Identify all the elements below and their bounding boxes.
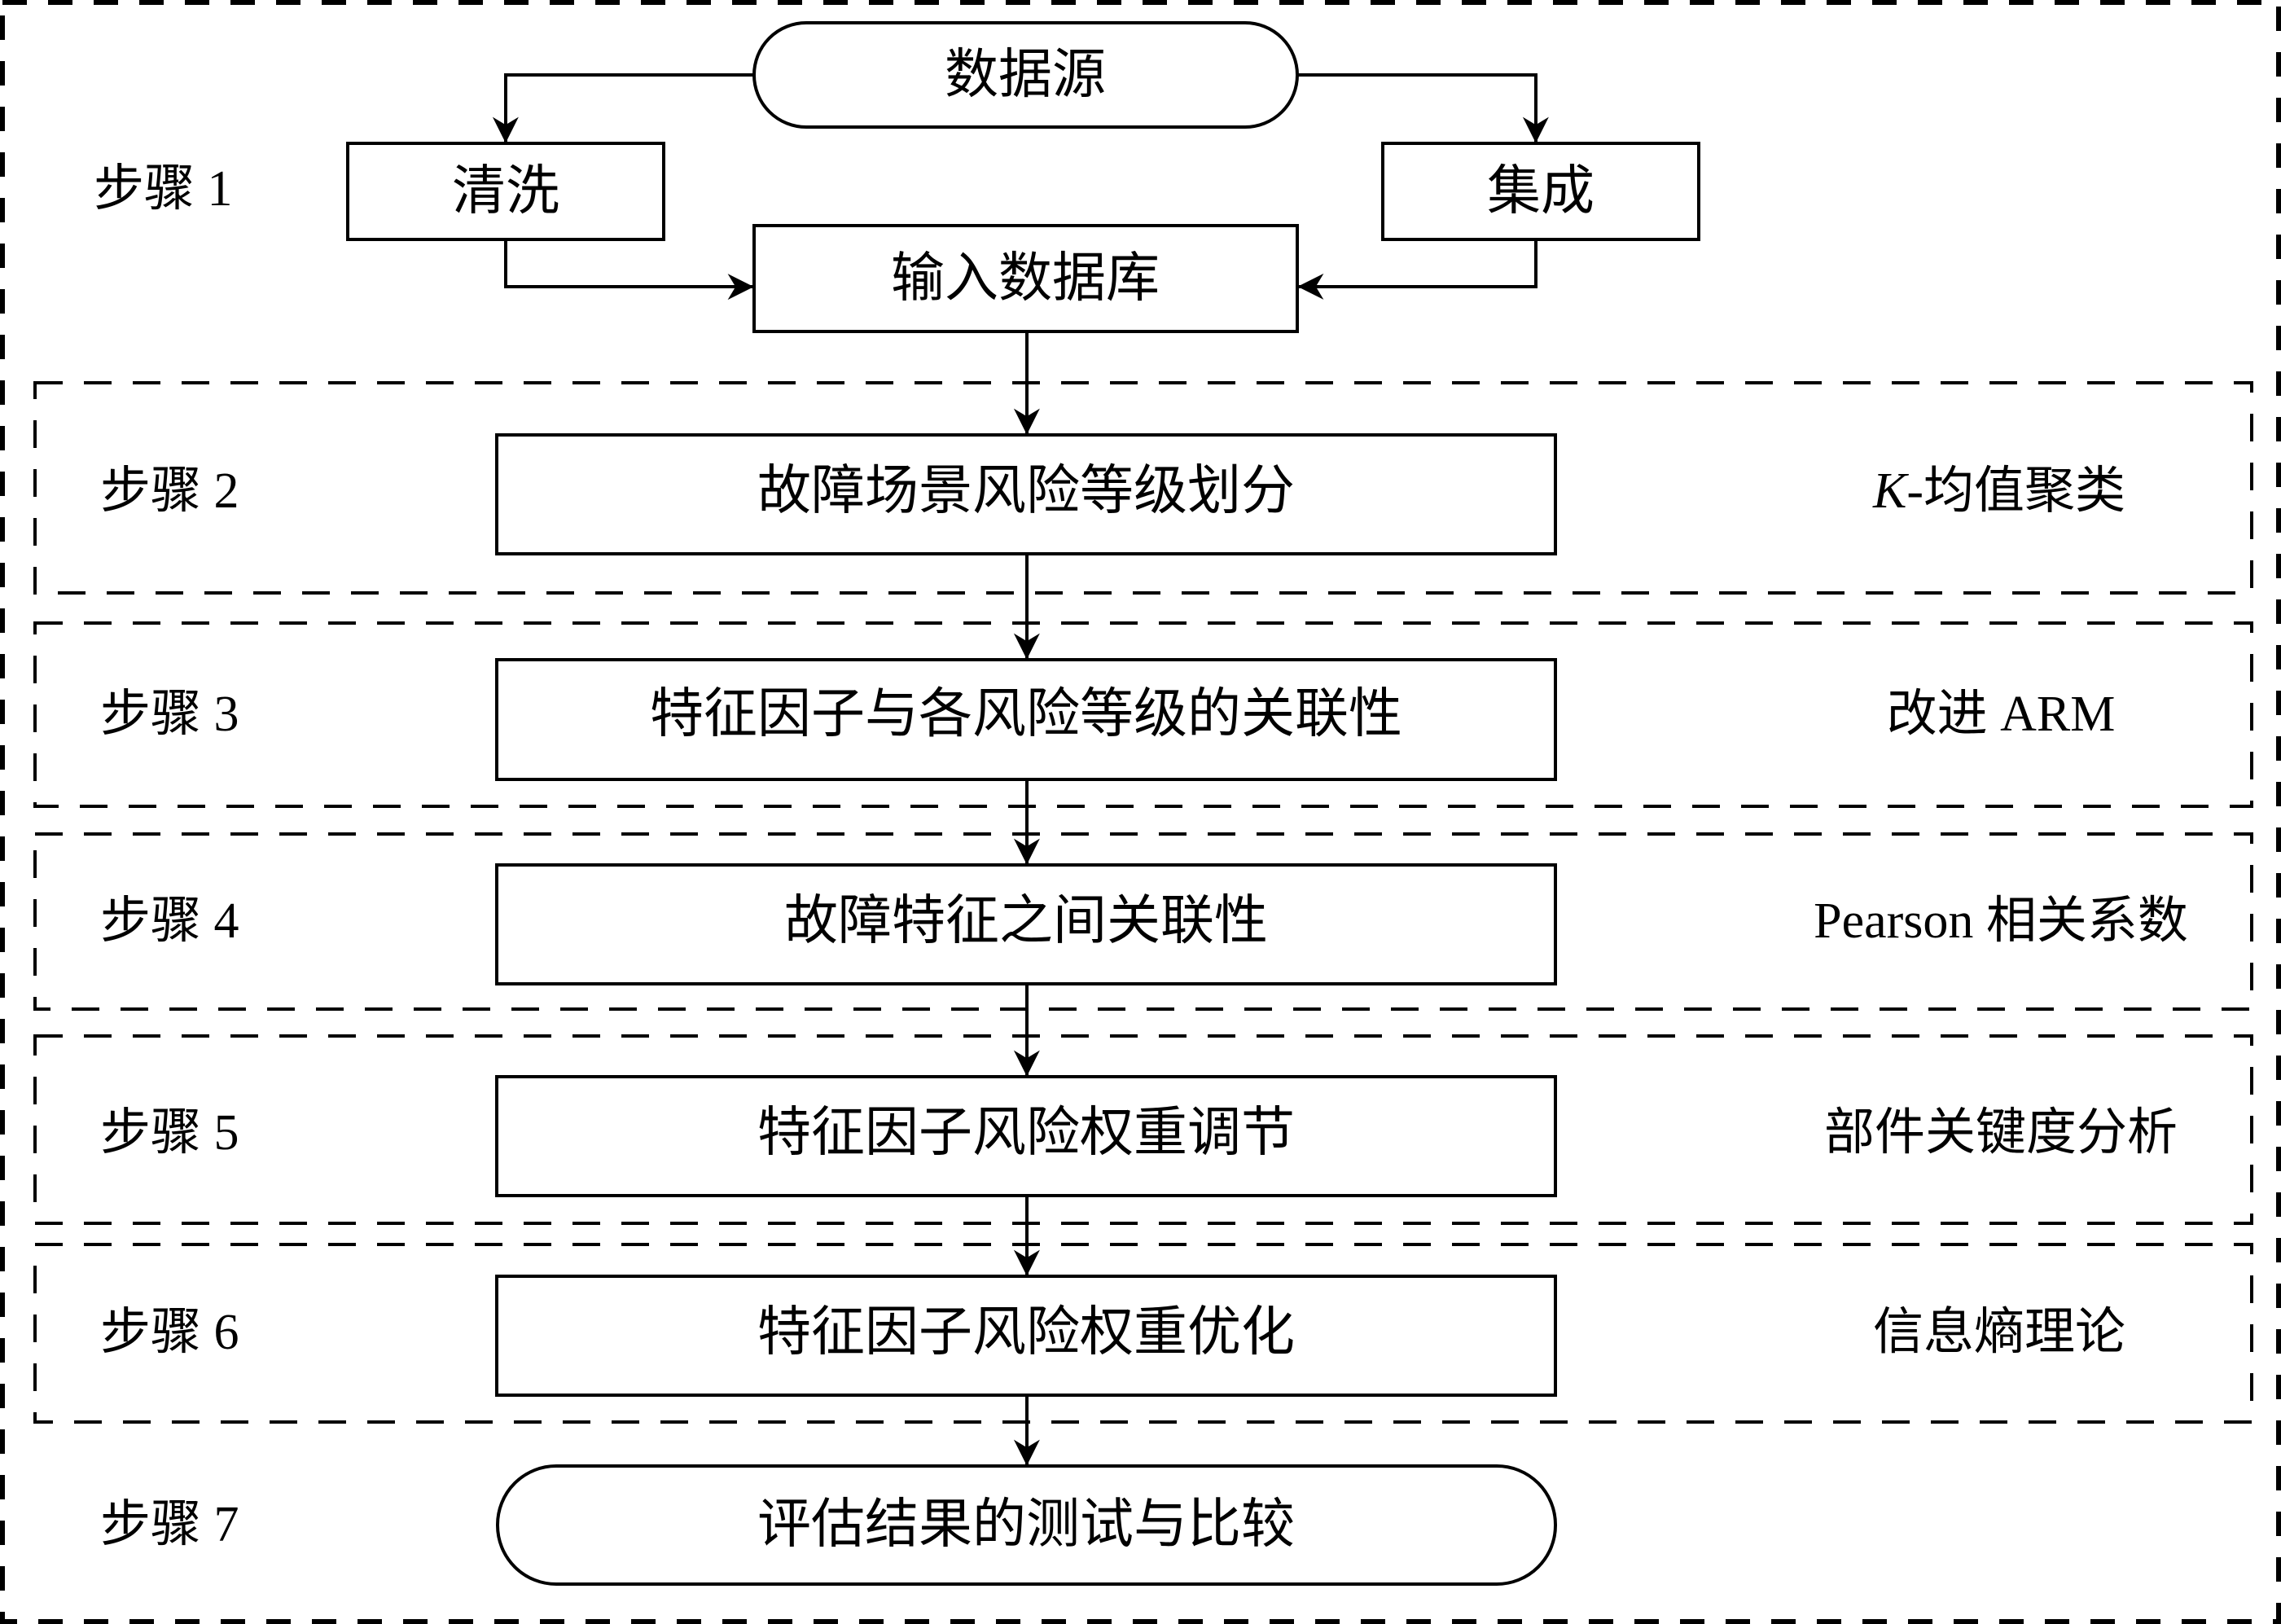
integration-label: 集成 (1487, 162, 1595, 222)
step2-method-k: K (1872, 463, 1910, 519)
step2-group-frame (33, 381, 2253, 595)
cleaning-label: 清洗 (452, 162, 559, 222)
step4-group-frame (33, 832, 2253, 1011)
edge-integration-to-input-db (1297, 239, 1537, 300)
step5-method-label: 部件关键度分析 (1824, 1105, 2178, 1161)
edge-cleaning-to-input-db (504, 239, 754, 301)
data-source-label: 数据源 (945, 46, 1106, 105)
step4-process-label: 故障特征之间关联性 (784, 892, 1268, 951)
step3-group-frame (33, 621, 2253, 808)
step6-group-frame (33, 1243, 2253, 1424)
step4-method-label: Pearson 相关系数 (1814, 893, 2188, 949)
step5-process-node[interactable] (495, 1075, 1557, 1197)
step6-method-label: 信息熵理论 (1873, 1305, 2125, 1360)
input-database-label: 输入数据库 (891, 249, 1160, 309)
step6-label: 步骤 6 (100, 1305, 239, 1360)
step6-process-label: 特征因子风险权重优化 (757, 1303, 1295, 1363)
step3-label: 步骤 3 (100, 687, 239, 742)
edge-source-to-integration (1297, 73, 1549, 143)
step2-label: 步骤 2 (100, 463, 239, 519)
step5-label: 步骤 5 (100, 1105, 239, 1161)
step6-process-node[interactable] (495, 1275, 1557, 1397)
step2-method-rest: -均值聚类 (1906, 463, 2125, 519)
step3-process-label: 特征因子与各风险等级的关联性 (650, 685, 1402, 744)
step4-process-node[interactable] (495, 863, 1557, 985)
step7-terminal-label: 评估结果的测试与比较 (757, 1495, 1295, 1555)
step5-group-frame (33, 1034, 2253, 1225)
step1-label: 步骤 1 (94, 161, 233, 217)
step4-label: 步骤 4 (100, 893, 239, 949)
step3-method-label: 改进 ARM (1887, 687, 2116, 742)
integration-node[interactable] (1381, 142, 1700, 241)
step2-process-label: 故障场景风险等级划分 (757, 462, 1295, 521)
step2-method-label: K-均值聚类 (1872, 463, 2125, 519)
step5-process-label: 特征因子风险权重调节 (757, 1104, 1295, 1163)
edge-source-to-cleaning (492, 73, 754, 143)
step7-label: 步骤 7 (100, 1497, 239, 1552)
